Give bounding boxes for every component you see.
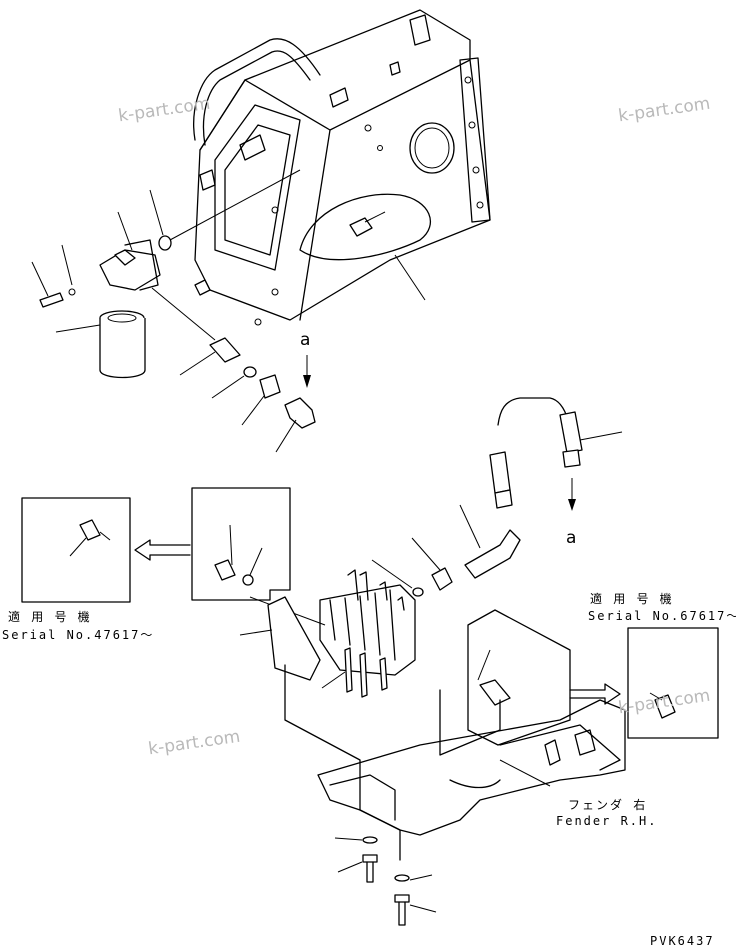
filter-head-assembly (39, 239, 161, 379)
fender-label-jp: フェンダ 右 (568, 798, 648, 812)
plug (158, 235, 172, 251)
serial-note-right: Serial No.67617～ (588, 609, 736, 623)
view-ref-top: a (300, 330, 311, 350)
frame-fender (284, 664, 626, 861)
bolt-2 (394, 894, 410, 903)
hose-assembly (489, 397, 583, 509)
leader-tank (394, 254, 426, 301)
serial-note-right-jp: 適 用 号 機 (590, 592, 674, 606)
right-elbow (464, 529, 521, 579)
arrow-left (134, 539, 191, 561)
detail-box-left (21, 497, 131, 603)
detail-panel-right (467, 609, 571, 746)
washer-1 (362, 836, 378, 844)
nut (259, 374, 281, 399)
detail-box-right (627, 627, 719, 739)
o-ring (243, 366, 257, 378)
washer-2 (394, 874, 410, 882)
elbow-fitting (209, 337, 241, 363)
control-valve (319, 569, 416, 698)
view-ref-bottom: a (566, 528, 577, 548)
arrow-right (569, 683, 621, 705)
right-nut (431, 567, 453, 591)
elbow (284, 397, 316, 429)
bolt-1 (362, 854, 378, 863)
right-o-ring (412, 587, 424, 597)
fender-label: Fender R.H. (556, 814, 658, 828)
serial-note-left: Serial No.47617～ (2, 628, 155, 642)
detail-box-center (191, 487, 291, 601)
valve-bracket (267, 596, 321, 681)
serial-note-left-jp: 適 用 号 機 (8, 610, 92, 624)
drawing-code: PVK6437 (650, 934, 715, 948)
tank-cover-assembly (193, 9, 491, 326)
leaders-upper-left (31, 189, 297, 453)
